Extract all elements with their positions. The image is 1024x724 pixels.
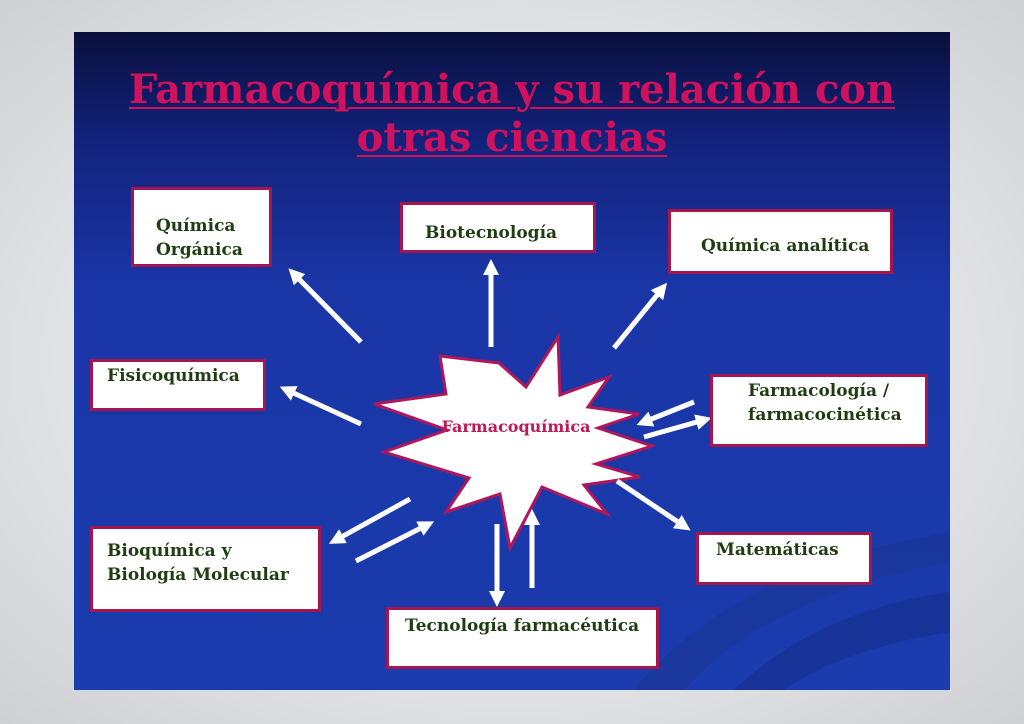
box-tecnologia-label: Tecnología farmacéutica (405, 616, 640, 636)
box-farmacologia: Farmacología / farmacocinética (710, 374, 928, 447)
slide: Farmacoquímica y su relación con otras c… (74, 32, 950, 690)
box-tecnologia: Tecnología farmacéutica (386, 607, 659, 669)
relation-diagram (279, 258, 712, 608)
box-quimica-organica-label: Química Orgánica (156, 216, 243, 260)
title-line-1: Farmacoquímica y su relación con (128, 66, 896, 113)
box-bioquimica-label: Bioquímica y Biología Molecular (107, 541, 289, 585)
box-farmacologia-label: Farmacología / farmacocinética (748, 381, 902, 425)
slide-title: Farmacoquímica y su relación con otras c… (74, 66, 950, 162)
box-biotecnologia: Biotecnología (400, 202, 596, 253)
box-biotecnologia-label: Biotecnología (425, 223, 558, 243)
arrow-to-quimica-analitica (612, 282, 668, 350)
arrow-to-fisicoquimica (279, 386, 363, 427)
box-fisicoquimica-label: Fisicoquímica (107, 366, 240, 386)
box-fisicoquimica: Fisicoquímica (90, 359, 266, 411)
center-star-shape (373, 332, 657, 553)
arrow-from-bioquimica (354, 521, 435, 564)
arrow-to-bioquimica (329, 496, 412, 544)
box-matematicas-label: Matemáticas (716, 540, 839, 560)
arrow-to-farmacologia (636, 399, 695, 427)
box-quimica-analitica-label: Química analítica (701, 236, 870, 256)
arrow-to-matematicas (615, 478, 691, 531)
arrow-from-farmacologia (643, 414, 712, 440)
arrow-to-quimica-organica (288, 268, 363, 344)
box-quimica-organica: Química Orgánica (131, 187, 272, 267)
box-matematicas: Matemáticas (696, 532, 872, 585)
title-line-2: otras ciencias (356, 114, 668, 161)
center-label: Farmacoquímica (441, 417, 591, 436)
box-quimica-analitica: Química analítica (668, 209, 893, 274)
box-bioquimica: Bioquímica y Biología Molecular (90, 526, 321, 612)
